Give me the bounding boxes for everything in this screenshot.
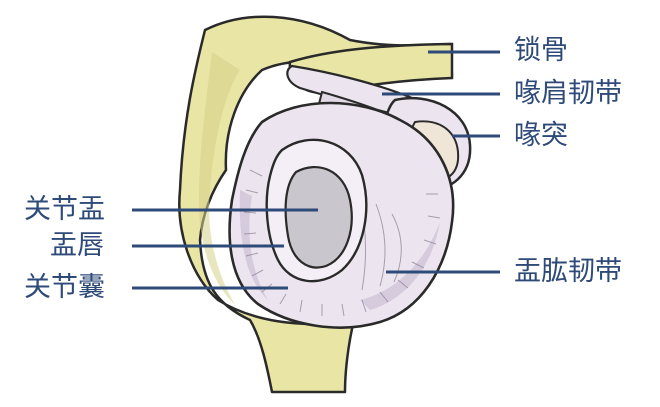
glenoid-fossa [284, 165, 353, 269]
label-glenohumeral-ligament: 盂肱韧带 [514, 256, 622, 287]
label-clavicle: 锁骨 [514, 35, 568, 66]
capsule-fibres [243, 169, 441, 317]
label-glenoid-fossa: 关节盂 [24, 194, 105, 225]
label-glenoid-labrum: 盂唇 [50, 230, 104, 261]
label-coracoid-process: 喙突 [514, 120, 568, 151]
bone-shadow [199, 52, 240, 305]
label-joint-capsule: 关节囊 [24, 272, 105, 303]
label-coracoclavicular-ligament: 喙肩韧带 [514, 78, 622, 109]
leader-lines [132, 50, 500, 290]
